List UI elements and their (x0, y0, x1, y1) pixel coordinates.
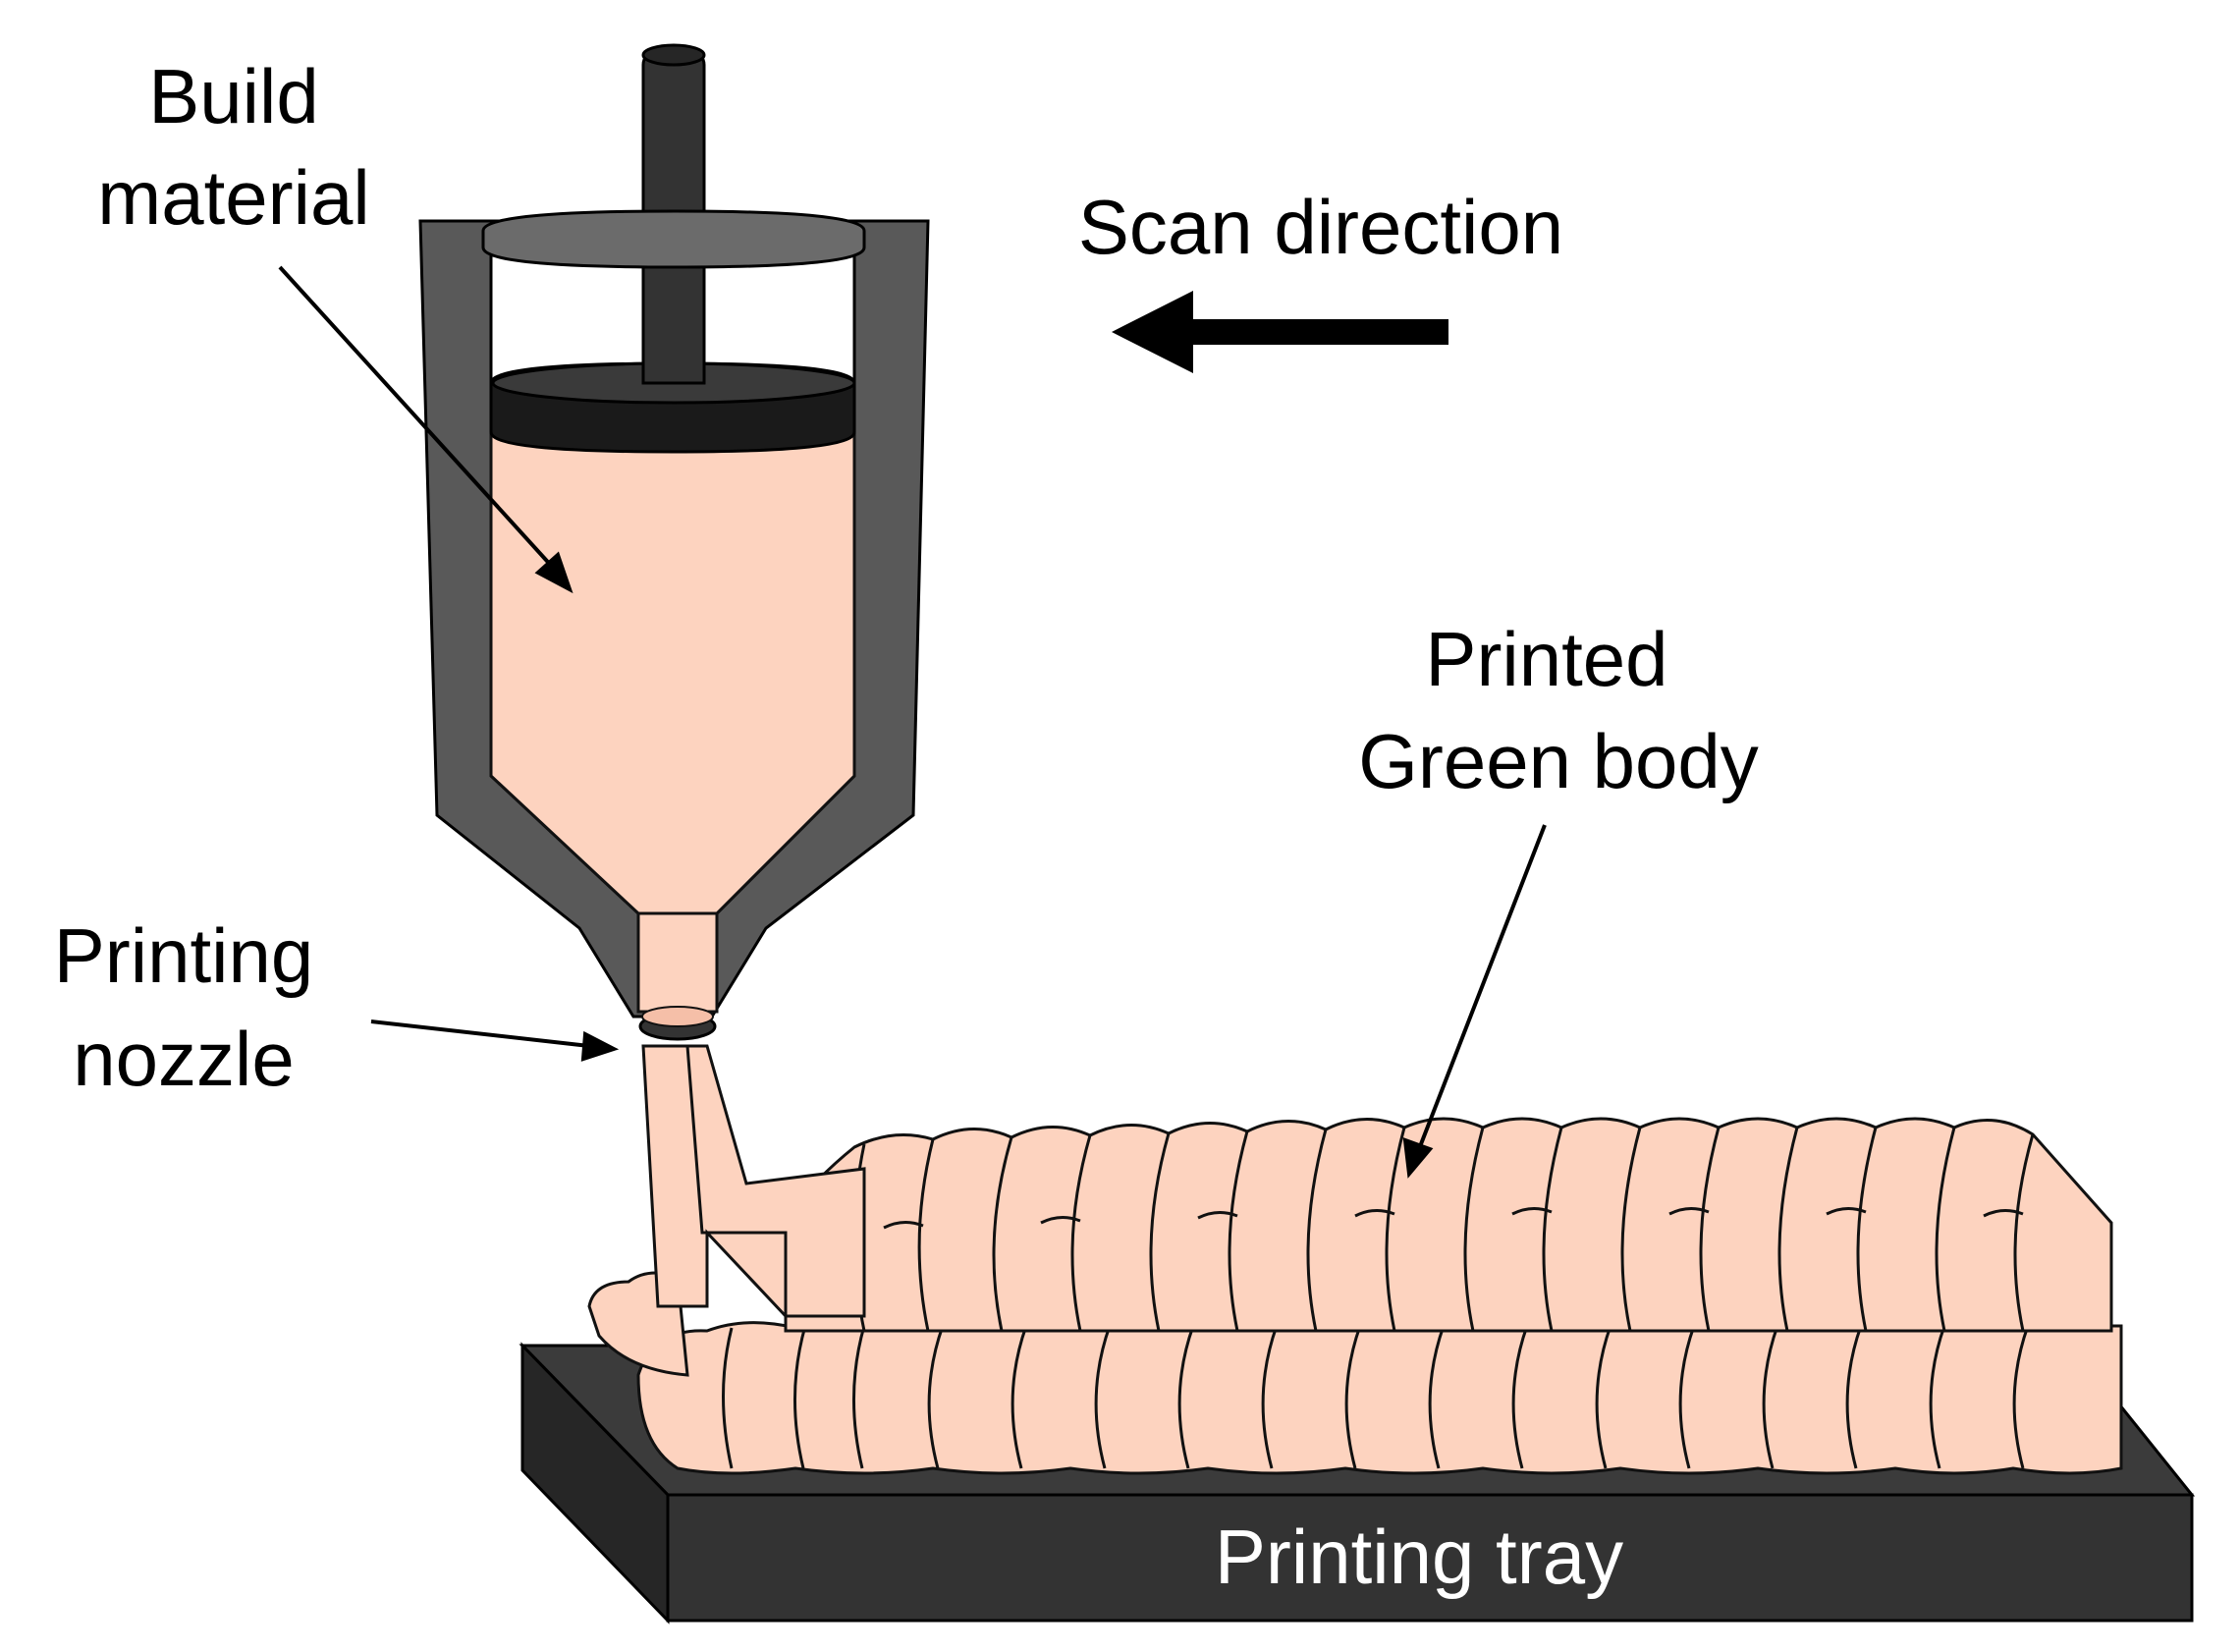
plunger-rod-lower (641, 265, 706, 385)
nozzle-arrowhead (580, 1030, 620, 1062)
nozzle-ring-top (641, 1006, 714, 1027)
tray-front-face (666, 1493, 2194, 1623)
arrow-shaft (1178, 319, 1448, 345)
build-material-label-line1: Build (148, 53, 318, 139)
plunger-rod-cap (641, 43, 706, 67)
strand-body (641, 1044, 866, 1318)
bottom-layer-segments (722, 1325, 2030, 1469)
top-layer-outline (784, 1117, 2113, 1333)
print-head (418, 43, 930, 1041)
top-plate (481, 209, 866, 269)
build-material-leader (278, 265, 557, 572)
nozzle-tip (636, 911, 719, 1014)
printed-green-body-label-line2: Green body (1358, 718, 1759, 804)
scan-direction-label: Scan direction (1078, 184, 1563, 270)
printing-tray-label: Printing tray (1215, 1514, 1623, 1600)
printed-layer-bottom (636, 1318, 2123, 1475)
strand-fold-line (685, 1045, 788, 1316)
green-body-arrowhead (1402, 1137, 1434, 1179)
printed-green-body-label-line1: Printed (1425, 616, 1667, 702)
extruded-strand (587, 1044, 866, 1377)
nozzle-leader (370, 1019, 590, 1048)
printing-nozzle-label-line1: Printing (54, 912, 313, 999)
left-arrow-icon (1112, 291, 1193, 373)
green-body-leader (1417, 824, 1547, 1150)
printed-layer-top (784, 1117, 2113, 1333)
build-material-arrowhead (534, 551, 574, 594)
scan-direction-arrow (1112, 291, 1448, 373)
printing-nozzle-label-line2: nozzle (73, 1016, 294, 1102)
leader-lines (278, 265, 1547, 1179)
top-layer-segments (852, 1127, 2035, 1332)
build-material-label-line2: material (97, 154, 369, 241)
